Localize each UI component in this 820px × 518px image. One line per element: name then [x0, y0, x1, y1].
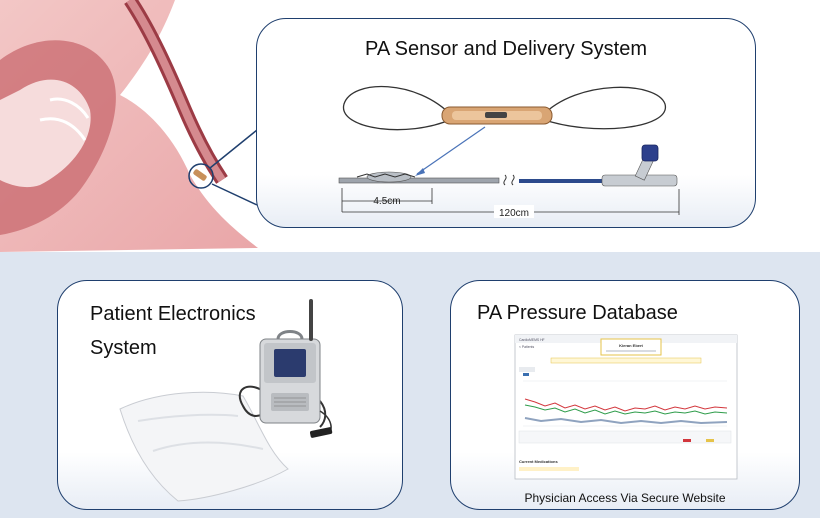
sensor-diagram: 4.5cm 120cm — [338, 85, 680, 219]
pillow — [119, 391, 289, 502]
antenna — [309, 299, 313, 341]
sensor-panel: PA Sensor and Delivery System 4.5cm 120c… — [256, 18, 756, 228]
sensor-panel-title: PA Sensor and Delivery System — [365, 38, 647, 60]
delivery-catheter-shaft — [519, 179, 604, 183]
sensor-wire-loop-left — [343, 85, 453, 131]
sensor-wire-loop-right — [541, 86, 666, 130]
cable — [238, 385, 269, 417]
short-length-label: 4.5cm — [373, 196, 400, 207]
pressure-trend-green — [524, 404, 728, 415]
power-plug — [309, 427, 333, 438]
catheter-cap — [641, 144, 659, 162]
patient-electronics-illustration — [119, 299, 333, 502]
long-length-label: 120cm — [499, 208, 529, 219]
pressure-trend-red — [524, 398, 728, 412]
patient-name-label: Kieran Ebert — [619, 343, 643, 348]
database-panel: PA Pressure Database CardioMEMS HF Kiera… — [450, 280, 800, 510]
patient-electronics-panel: Patient Electronics System — [57, 280, 403, 510]
database-panel-title: PA Pressure Database — [477, 302, 678, 324]
patient-panel-title: Patient Electronics System — [90, 303, 256, 359]
heart-illustration — [0, 0, 258, 252]
pointer-arrow — [416, 126, 486, 175]
website-screenshot: CardioMEMS HF Kieran Ebert < Patients Cu… — [514, 334, 738, 480]
back-link[interactable]: < Patients — [519, 345, 534, 349]
callout-lines — [209, 129, 258, 206]
delivery-catheter-tip — [338, 177, 500, 184]
app-name-label: CardioMEMS HF — [519, 338, 545, 342]
pressure-trend-grey — [524, 417, 728, 425]
database-caption: Physician Access Via Secure Website — [524, 491, 726, 505]
medications-heading: Current Medications — [519, 459, 558, 464]
device-screen — [274, 349, 306, 377]
